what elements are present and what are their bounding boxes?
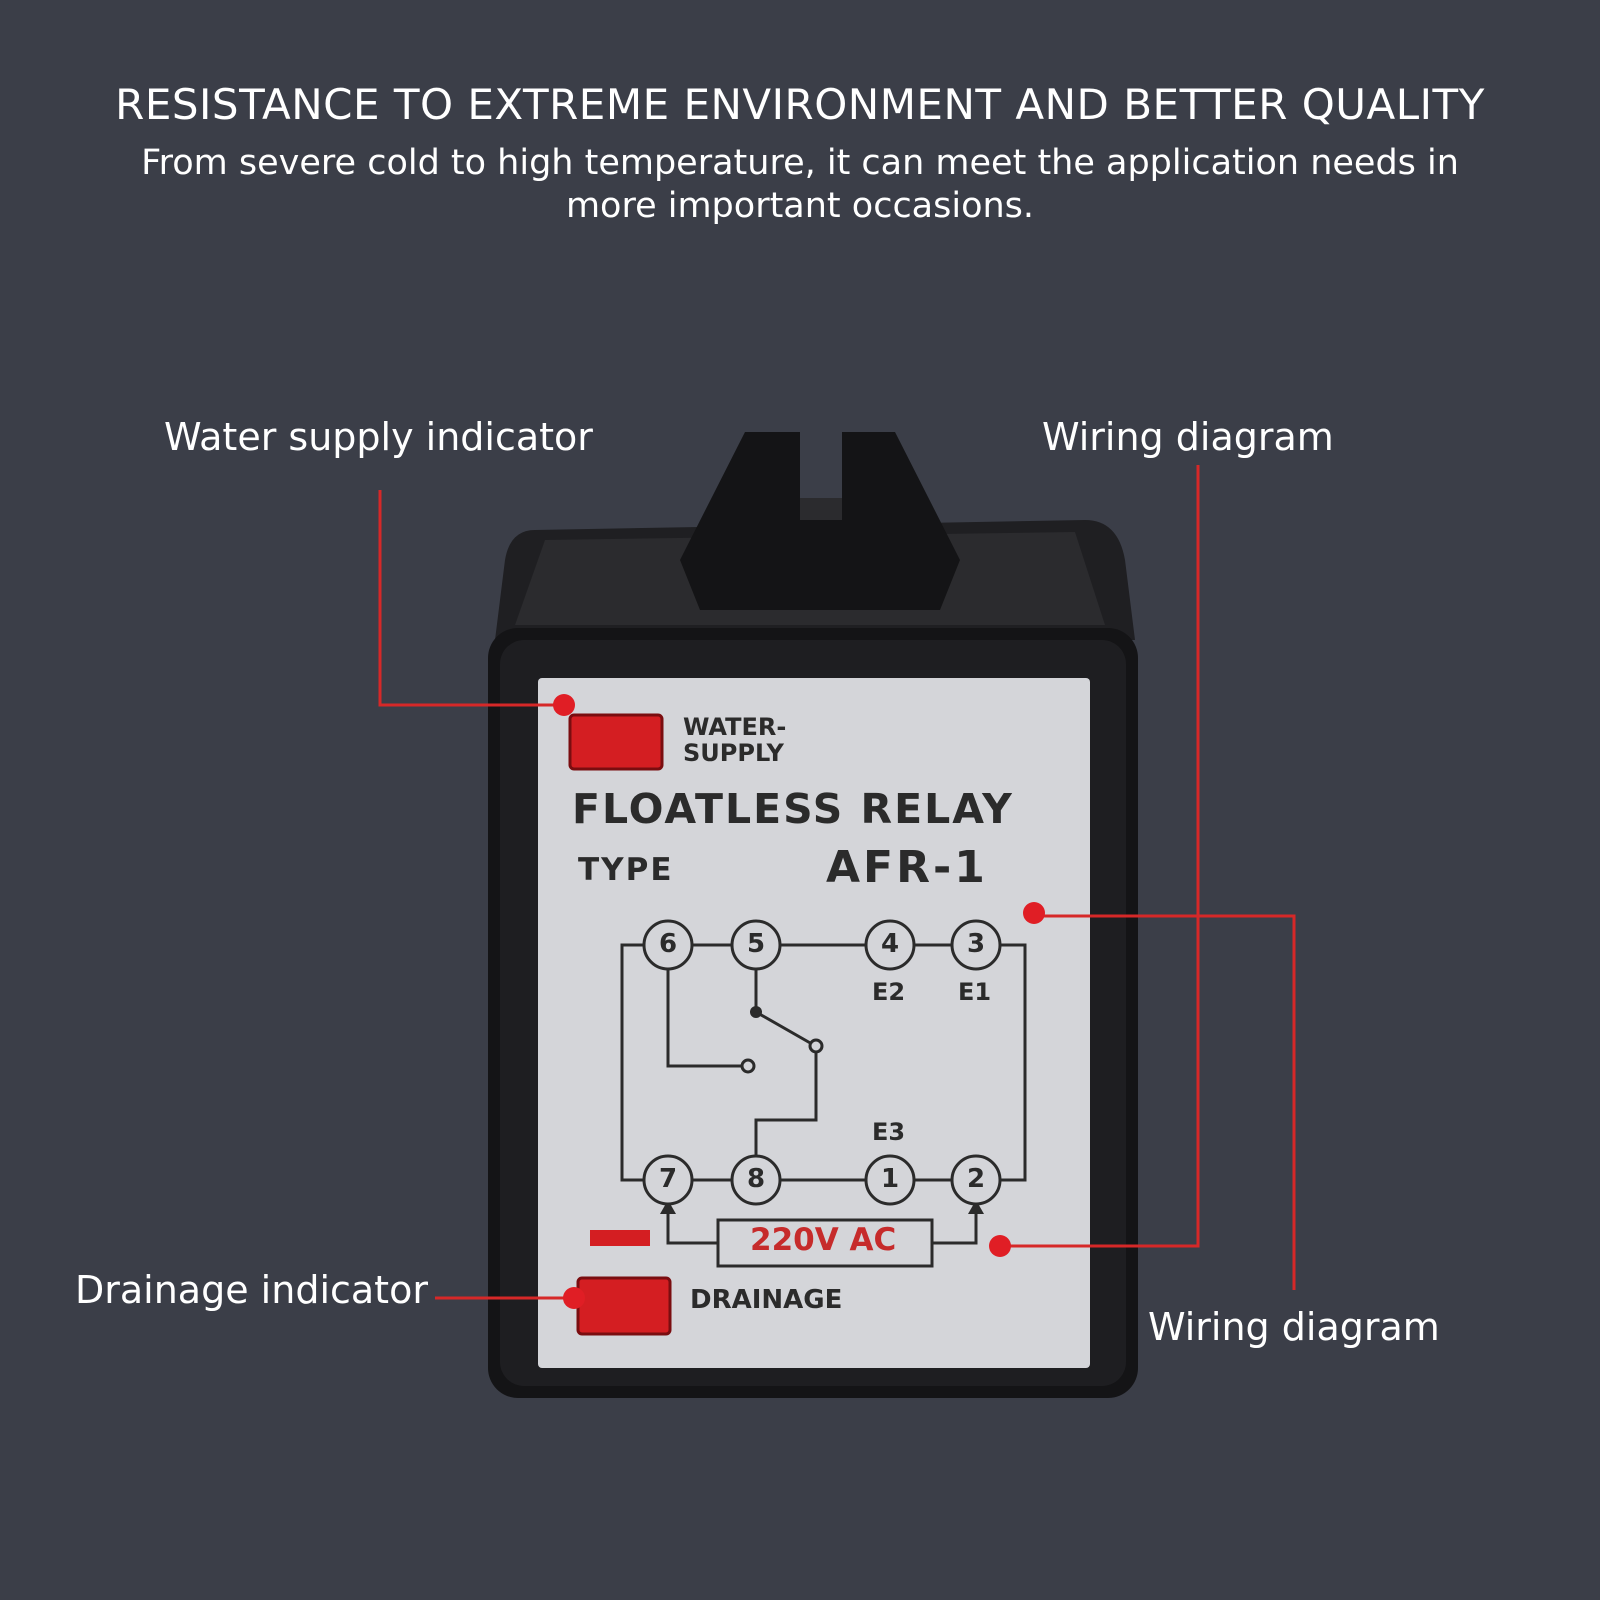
- callout-dots: [553, 694, 1045, 1309]
- terminal-circles: [642, 919, 1002, 1206]
- terminal-2: 2: [966, 1164, 986, 1194]
- switch-contacts: [660, 1006, 984, 1214]
- wiring-diagram-callout-top: Wiring diagram: [1042, 415, 1334, 459]
- drainage-callout: Drainage indicator: [75, 1268, 428, 1312]
- headline: RESISTANCE TO EXTREME ENVIRONMENT AND BE…: [115, 80, 1485, 129]
- water-supply-label-line1: WATER-: [683, 713, 787, 741]
- terminal-3: 3: [966, 929, 986, 959]
- wiring-diagram-callout-bottom: Wiring diagram: [1148, 1305, 1440, 1349]
- water-supply-label: WATER- SUPPLY: [683, 714, 786, 766]
- subheadline: From severe cold to high temperature, it…: [141, 143, 1459, 226]
- terminal-7: 7: [658, 1164, 678, 1194]
- terminal-1: 1: [880, 1164, 900, 1194]
- terminal-5: 5: [746, 929, 766, 959]
- drainage-label: DRAINAGE: [690, 1285, 843, 1315]
- water-callout-line: [378, 490, 564, 707]
- voltage-label: 220V AC: [750, 1222, 897, 1258]
- terminal-4: 4: [880, 929, 900, 959]
- type-value: AFR-1: [826, 842, 988, 893]
- wiring-bottom-callout-line: [1034, 914, 1296, 1290]
- e3-label: E3: [872, 1118, 906, 1146]
- terminal-6: 6: [658, 929, 678, 959]
- callout-lines: [378, 465, 1296, 1300]
- water-supply-callout: Water supply indicator: [164, 415, 593, 459]
- terminal-8: 8: [746, 1164, 766, 1194]
- e2-label: E2: [872, 978, 906, 1006]
- faceplate-title: FLOATLESS RELAY: [572, 785, 1014, 833]
- e1-label: E1: [958, 978, 992, 1006]
- drainage-led: [576, 1276, 672, 1336]
- water-supply-led: [568, 713, 664, 771]
- small-red-marker: [590, 1230, 650, 1246]
- wiring-top-callout-line: [1000, 465, 1200, 1248]
- water-supply-label-line2: SUPPLY: [683, 739, 784, 767]
- type-label: TYPE: [578, 852, 674, 888]
